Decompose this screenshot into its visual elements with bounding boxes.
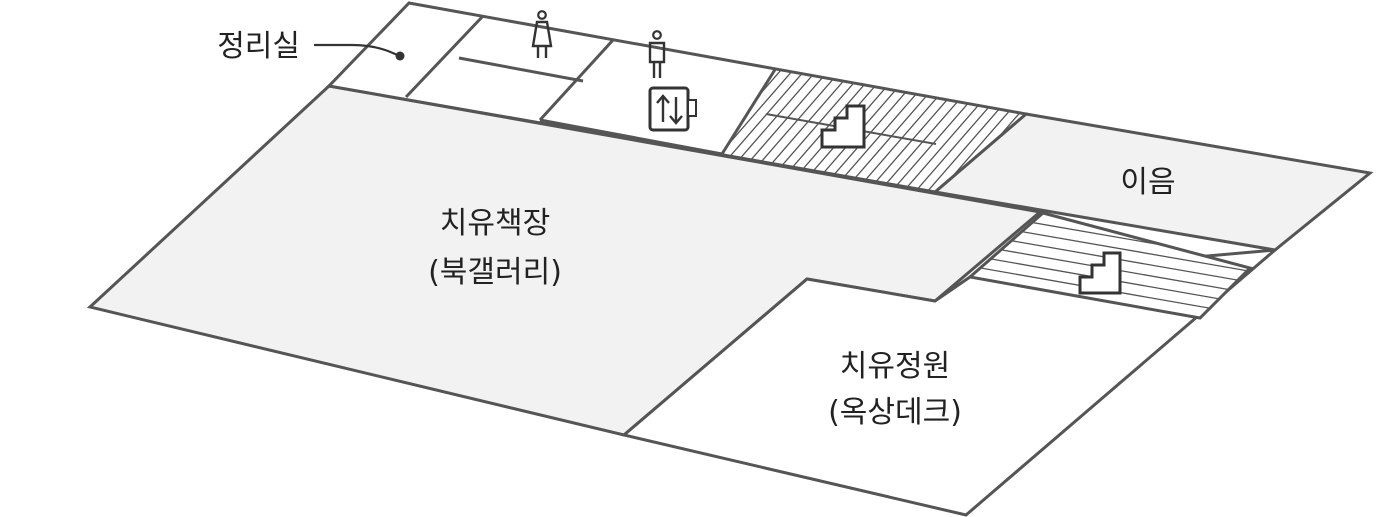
stairs-icon [820,104,866,149]
garden-sub: (옥상데크) [828,395,962,430]
storage-callout: 정리실 [217,29,405,64]
storage-label: 정리실 [217,29,300,64]
stairs-icon [1078,251,1122,295]
service-partitions [404,14,778,156]
female-restroom-icon [531,10,553,58]
elevator-icon [648,86,697,132]
book-gallery-name: 치유책장 [440,206,550,241]
male-restroom-icon [648,30,666,78]
connection-name: 이음 [1120,165,1175,200]
garden-name: 치유정원 [840,349,950,384]
book-gallery-sub: (북갤러리) [428,255,562,290]
